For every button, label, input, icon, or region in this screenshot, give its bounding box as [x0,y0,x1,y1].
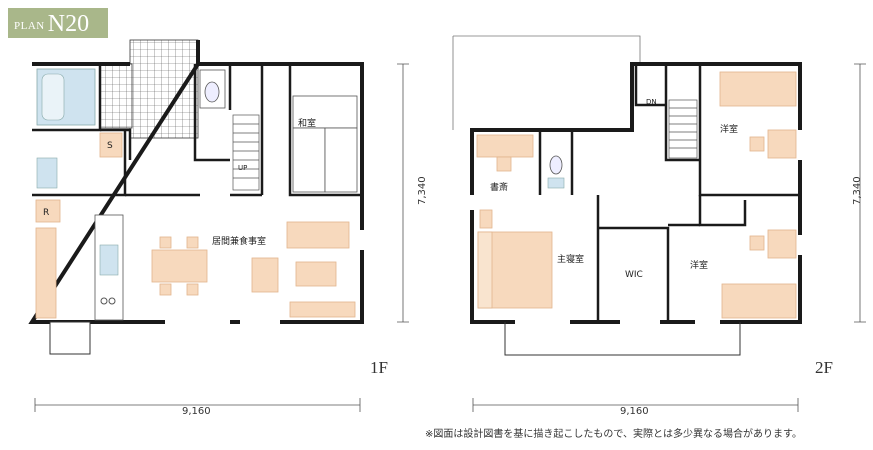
second-floor-windows [470,130,802,324]
disclaimer-note: ※図面は設計図書を基に描き起こしたもので、実際とは多少異なる場合があります。 [425,429,802,440]
tv-board [289,301,356,318]
first-floor-windows [30,230,364,324]
bath-floor-tiles [99,63,133,129]
storage-box [99,132,123,158]
kitchen-counter [35,227,57,319]
storage-label: S [107,141,113,151]
first-floor-stairs [232,114,260,191]
living-room-label: 居間兼食事室 [212,235,266,247]
bottom-western-bed [721,283,797,319]
plan-number: N20 [47,11,90,37]
bathtub-basin [41,73,65,121]
dining-table [151,249,208,283]
stairs-down-label: DN [646,98,657,106]
second-floor-walls [470,62,802,324]
tatami-mats [292,95,358,193]
washbasin [36,157,58,189]
second-floor-dim-lines [472,63,866,412]
roof-outline [453,35,641,64]
first-floor-plan: S R UP 和室 居間兼食事室 [28,39,428,417]
plan-prefix: PLAN [14,20,45,32]
stove-burner [108,297,116,305]
first-floor-depth-dim: 7,340 [417,176,428,205]
stairs-up-label: UP [238,164,247,172]
wic-label: WIC [625,270,643,280]
western-room-top-label: 洋室 [720,123,738,135]
nightstand [479,209,493,229]
japanese-room-label: 和室 [298,117,316,129]
bottom-western-desk [767,229,797,259]
first-floor-label: 1F [370,358,388,377]
tiled-porch [129,39,199,139]
toilet-tank [547,177,565,189]
study-chair [496,156,512,172]
study-label: 書斎 [490,181,508,193]
second-floor-plan: DN 書斎 主寝室 WIC 洋室 洋室 [452,35,866,417]
western-room-bottom-label: 洋室 [690,259,708,271]
study-desk [476,134,534,158]
first-floor-interior-walls [32,64,362,197]
armchair [251,257,279,293]
master-bed-pillows [477,231,493,309]
coffee-table [295,261,337,287]
second-floor-interior-walls [538,64,800,320]
master-bedroom-label: 主寝室 [557,253,584,265]
top-western-chair [749,136,765,152]
dining-chairs [159,236,199,296]
second-floor-toilet [549,155,563,175]
kitchen-sink [99,244,119,276]
fridge [35,199,61,223]
sofa [286,221,350,249]
second-floor-width-dim: 9,160 [620,406,649,417]
top-western-bed [719,71,797,107]
fridge-label: R [43,208,49,218]
entrance-step [49,321,91,355]
top-western-desk [767,129,797,159]
first-floor-dim-lines [34,63,409,412]
toilet [204,81,220,103]
plan-badge: PLAN N20 [8,8,108,38]
balcony [504,322,741,356]
stove-burner [100,297,108,305]
second-floor-stairs [668,99,698,159]
first-floor-walls [28,40,364,324]
bottom-western-chair [749,235,765,251]
first-floor-width-dim: 9,160 [182,406,211,417]
second-floor-depth-dim: 7,340 [852,176,863,205]
second-floor-label: 2F [815,358,833,377]
